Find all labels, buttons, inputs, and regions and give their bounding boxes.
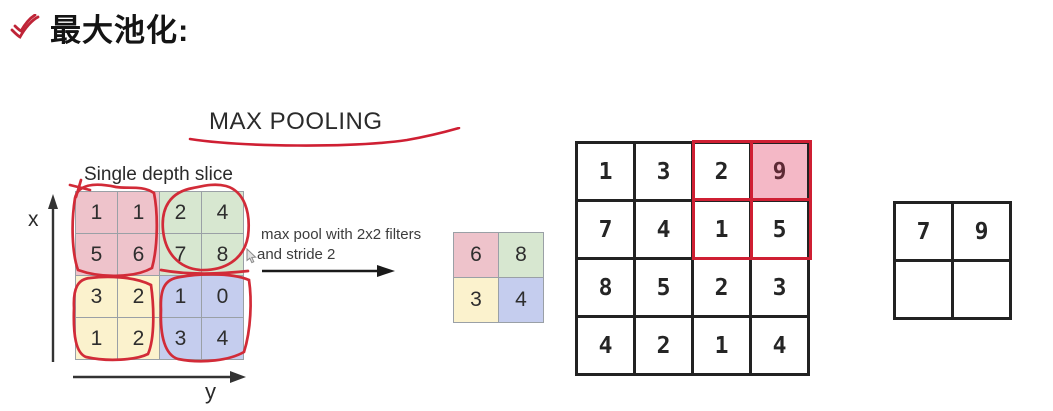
input-cell-r2c3: 0 — [202, 276, 243, 317]
red-underline-annotation — [188, 127, 461, 147]
example-cell-r2c3: 3 — [752, 260, 807, 315]
red-quadrant-scribbles — [68, 178, 252, 363]
x-axis-label: x — [28, 208, 39, 231]
input-cell-r0c2: 2 — [160, 192, 201, 233]
input-cell-r3c2: 3 — [160, 318, 201, 359]
example-cell-r3c3: 4 — [752, 318, 807, 373]
result-cell-r0c0: 6 — [454, 233, 498, 277]
answer-grid: 7 9 — [893, 201, 1012, 320]
example-cell-r3c2: 1 — [694, 318, 749, 373]
example-cell-r3c0: 4 — [578, 318, 633, 373]
input-cell-r0c0: 1 — [76, 192, 117, 233]
result-grid: 6 8 3 4 — [453, 232, 544, 323]
input-cell-r3c3: 4 — [202, 318, 243, 359]
example-cell-r0c2: 2 — [694, 144, 749, 199]
answer-cell-r0c0: 7 — [896, 204, 951, 259]
answer-cell-r0c1: 9 — [954, 204, 1009, 259]
example-cell-r2c1: 5 — [636, 260, 691, 315]
answer-cell-r1c1 — [954, 262, 1009, 317]
page-title: 最大池化: — [50, 13, 190, 48]
result-cell-r1c0: 3 — [454, 278, 498, 322]
example-cell-r2c2: 2 — [694, 260, 749, 315]
input-cell-r1c0: 5 — [76, 234, 117, 275]
example-cell-r3c1: 2 — [636, 318, 691, 373]
example-cell-r0c1: 3 — [636, 144, 691, 199]
red-pooling-window — [692, 140, 812, 260]
op-text-line2: and stride 2 — [257, 246, 336, 263]
example-grid: 1 3 2 9 7 4 1 5 8 5 2 3 4 2 1 4 — [575, 141, 810, 376]
input-grid-label: Single depth slice — [84, 164, 233, 185]
example-cell-r2c0: 8 — [578, 260, 633, 315]
mouse-cursor-icon — [246, 248, 257, 264]
example-cell-r1c3: 5 — [752, 202, 807, 257]
x-axis-arrow — [48, 194, 58, 362]
input-cell-r3c0: 1 — [76, 318, 117, 359]
result-cell-r0c1: 8 — [499, 233, 543, 277]
input-cell-r2c0: 3 — [76, 276, 117, 317]
double-check-icon — [10, 14, 40, 39]
result-cell-r1c1: 4 — [499, 278, 543, 322]
input-cell-r0c3: 4 — [202, 192, 243, 233]
pooling-arrow — [262, 265, 395, 277]
input-cell-r0c1: 1 — [118, 192, 159, 233]
example-cell-r1c0: 7 — [578, 202, 633, 257]
example-cell-r0c0: 1 — [578, 144, 633, 199]
example-cell-r0c3-highlighted: 9 — [752, 144, 807, 199]
section-title: MAX POOLING — [209, 108, 383, 135]
red-window-inner-horizontal-line — [695, 198, 809, 201]
y-axis-arrow — [73, 371, 246, 383]
op-text-line1: max pool with 2x2 filters — [261, 226, 422, 243]
answer-cell-r1c0 — [896, 262, 951, 317]
y-axis-label: y — [205, 379, 216, 404]
example-cell-r1c1: 4 — [636, 202, 691, 257]
example-cell-r1c2: 1 — [694, 202, 749, 257]
